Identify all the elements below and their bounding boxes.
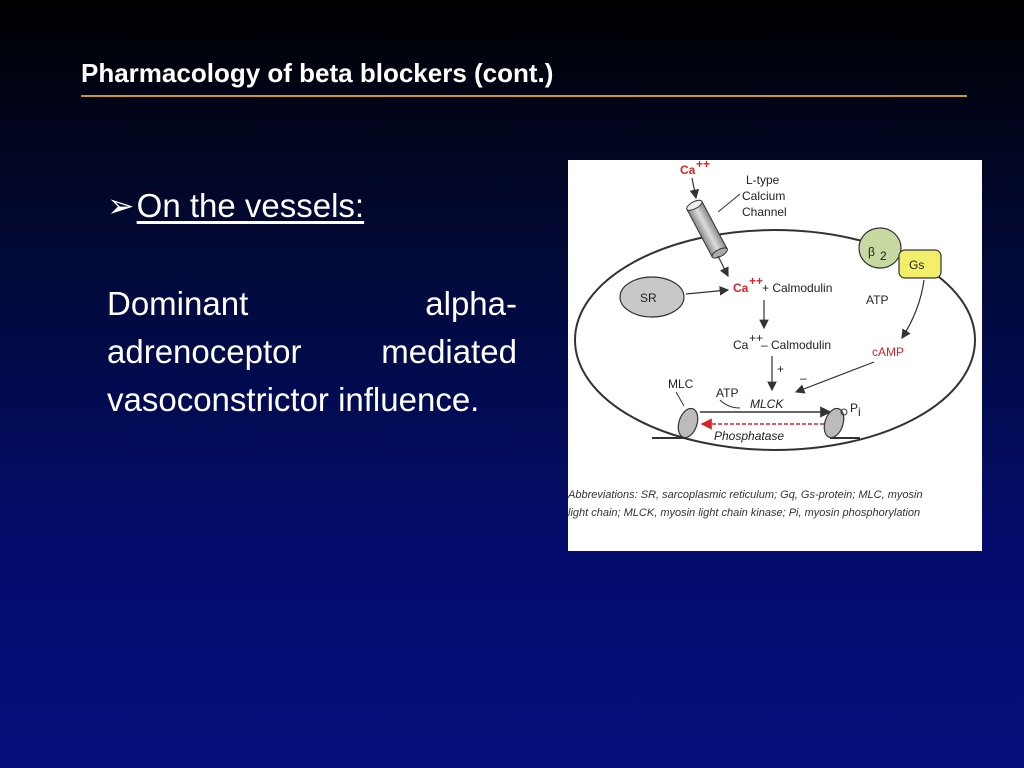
gs-label: Gs [909, 258, 924, 272]
gs-camp-arrow [901, 279, 925, 340]
ca-complex-label: Ca [733, 338, 749, 352]
channel-label-2: Calcium [742, 189, 785, 203]
abbreviations-line-1: Abbreviations: SR, sarcoplasmic reticulu… [568, 489, 923, 501]
cell-membrane [574, 229, 976, 451]
mlc-label: MLC [668, 377, 694, 391]
atp-left-label: ATP [716, 386, 738, 400]
pi-label: P [850, 401, 858, 415]
gs-protein [898, 249, 942, 279]
channel-pointer [717, 193, 741, 213]
channel-label-1: L-type [746, 173, 780, 187]
mlc-left-icon [652, 407, 699, 439]
beta2-label: β [868, 245, 875, 259]
beta2-receptor [858, 227, 902, 269]
smooth-muscle-diagram: Ca ++ L-type Calcium Channel β 2 Gs SR C… [568, 160, 982, 551]
minus-sign: – [800, 371, 807, 385]
mlc-pointer [675, 391, 685, 407]
ca-entry-arrow [689, 177, 700, 200]
diagram-svg: Ca ++ L-type Calcium Channel β 2 Gs SR C… [568, 160, 976, 519]
plus-sign: + [777, 362, 784, 376]
channel-label-3: Channel [742, 205, 787, 219]
sr-organelle [619, 276, 685, 318]
phosphatase-label: Phosphatase [714, 429, 784, 443]
calcium-channel-icon [686, 199, 728, 259]
ca-inward-arrow [717, 255, 729, 278]
ca-mid-label: Ca [733, 281, 749, 295]
mlck-label: MLCK [750, 397, 784, 411]
ca-top-sup: ++ [696, 160, 710, 171]
bullet-heading-line: ➢On the vessels: [107, 186, 364, 225]
sr-label: SR [640, 291, 657, 305]
plus-calmodulin-label: + Calmodulin [762, 281, 832, 295]
sr-release-arrow [685, 286, 730, 296]
ca-mid-sup: ++ [749, 274, 763, 288]
bullet-heading: On the vessels: [136, 187, 365, 224]
pi-sub: i [858, 405, 861, 419]
mlc-right-icon [823, 407, 860, 439]
ca-top-label: Ca [680, 163, 696, 177]
title-underline [81, 95, 967, 97]
complex-rest-label: – Calmodulin [761, 338, 831, 352]
inhibition-arrow [794, 361, 875, 394]
beta2-sub: 2 [880, 249, 887, 263]
body-text: Dominant alpha-adrenoceptor mediated vas… [107, 285, 517, 418]
abbreviations-line-2: light chain; MLCK, myosin light chain ki… [568, 507, 920, 519]
slide-title: Pharmacology of beta blockers (cont.) [81, 58, 554, 88]
camp-label: cAMP [872, 345, 904, 359]
atp-right-label: ATP [866, 293, 888, 307]
ca-complex-sup: ++ [749, 331, 763, 345]
bullet-arrow-icon: ➢ [107, 187, 135, 224]
atp-curve [719, 399, 741, 409]
